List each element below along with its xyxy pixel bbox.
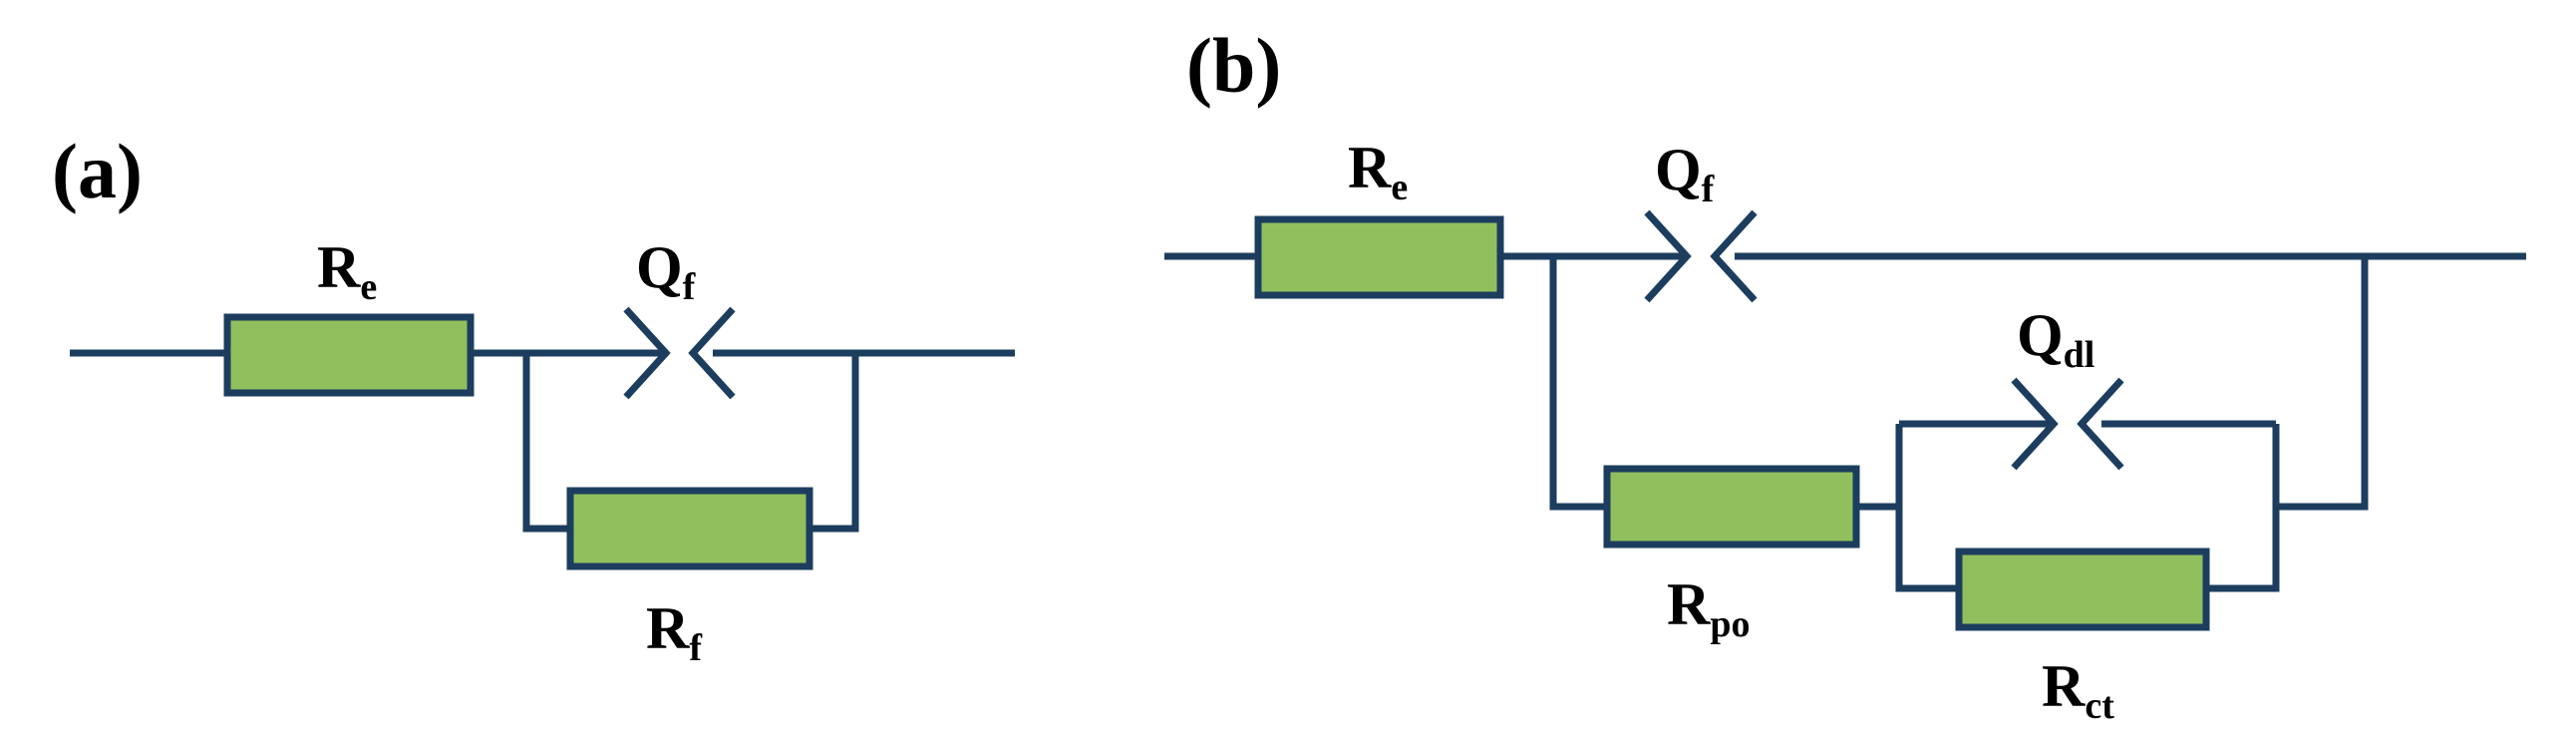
- label-b-qdl: Qdl: [2017, 302, 2094, 376]
- panel-label-b: (b): [1186, 22, 1281, 109]
- wire-b-inner-left: [1895, 424, 1959, 592]
- resistor-a-re: [223, 313, 475, 397]
- cpe-b-qdl-right-plate: [2077, 377, 2124, 471]
- label-a-re: Re: [317, 234, 377, 308]
- panel-label-a: (a): [52, 128, 143, 214]
- circuit-b: (b) Re Qf Qdl Rpo Rct: [1164, 22, 2526, 727]
- wire-b-left-branch: [1549, 256, 1607, 511]
- label-a-rf: Rf: [646, 595, 703, 669]
- cpe-a-right-plate: [688, 306, 736, 400]
- cpe-b-qf-right-plate: [1710, 209, 1758, 303]
- label-b-re: Re: [1348, 135, 1408, 208]
- resistor-b-rct: [1955, 548, 2210, 631]
- circuit-a: (a) Re Qf Rf: [52, 128, 1015, 669]
- cpe-b-qdl-left-plate: [2011, 377, 2059, 471]
- resistor-b-rpo: [1603, 465, 1860, 549]
- label-a-qf: Qf: [636, 234, 697, 308]
- label-b-qf: Qf: [1655, 137, 1716, 210]
- wire-a-right-branch: [809, 353, 859, 533]
- label-b-rct: Rct: [2042, 653, 2114, 727]
- circuit-a-wires: [70, 306, 1015, 533]
- cpe-b-qf-left-plate: [1644, 209, 1692, 303]
- cpe-a-left-plate: [623, 306, 671, 400]
- label-b-rpo: Rpo: [1667, 571, 1750, 645]
- wire-a-left-branch: [522, 353, 570, 533]
- resistor-a-rf: [566, 487, 813, 570]
- resistor-b-re: [1254, 215, 1504, 299]
- wire-b-inner-right: [2206, 424, 2280, 592]
- circuit-b-wires: [1164, 209, 2526, 592]
- wire-b-right-branch: [2276, 256, 2369, 511]
